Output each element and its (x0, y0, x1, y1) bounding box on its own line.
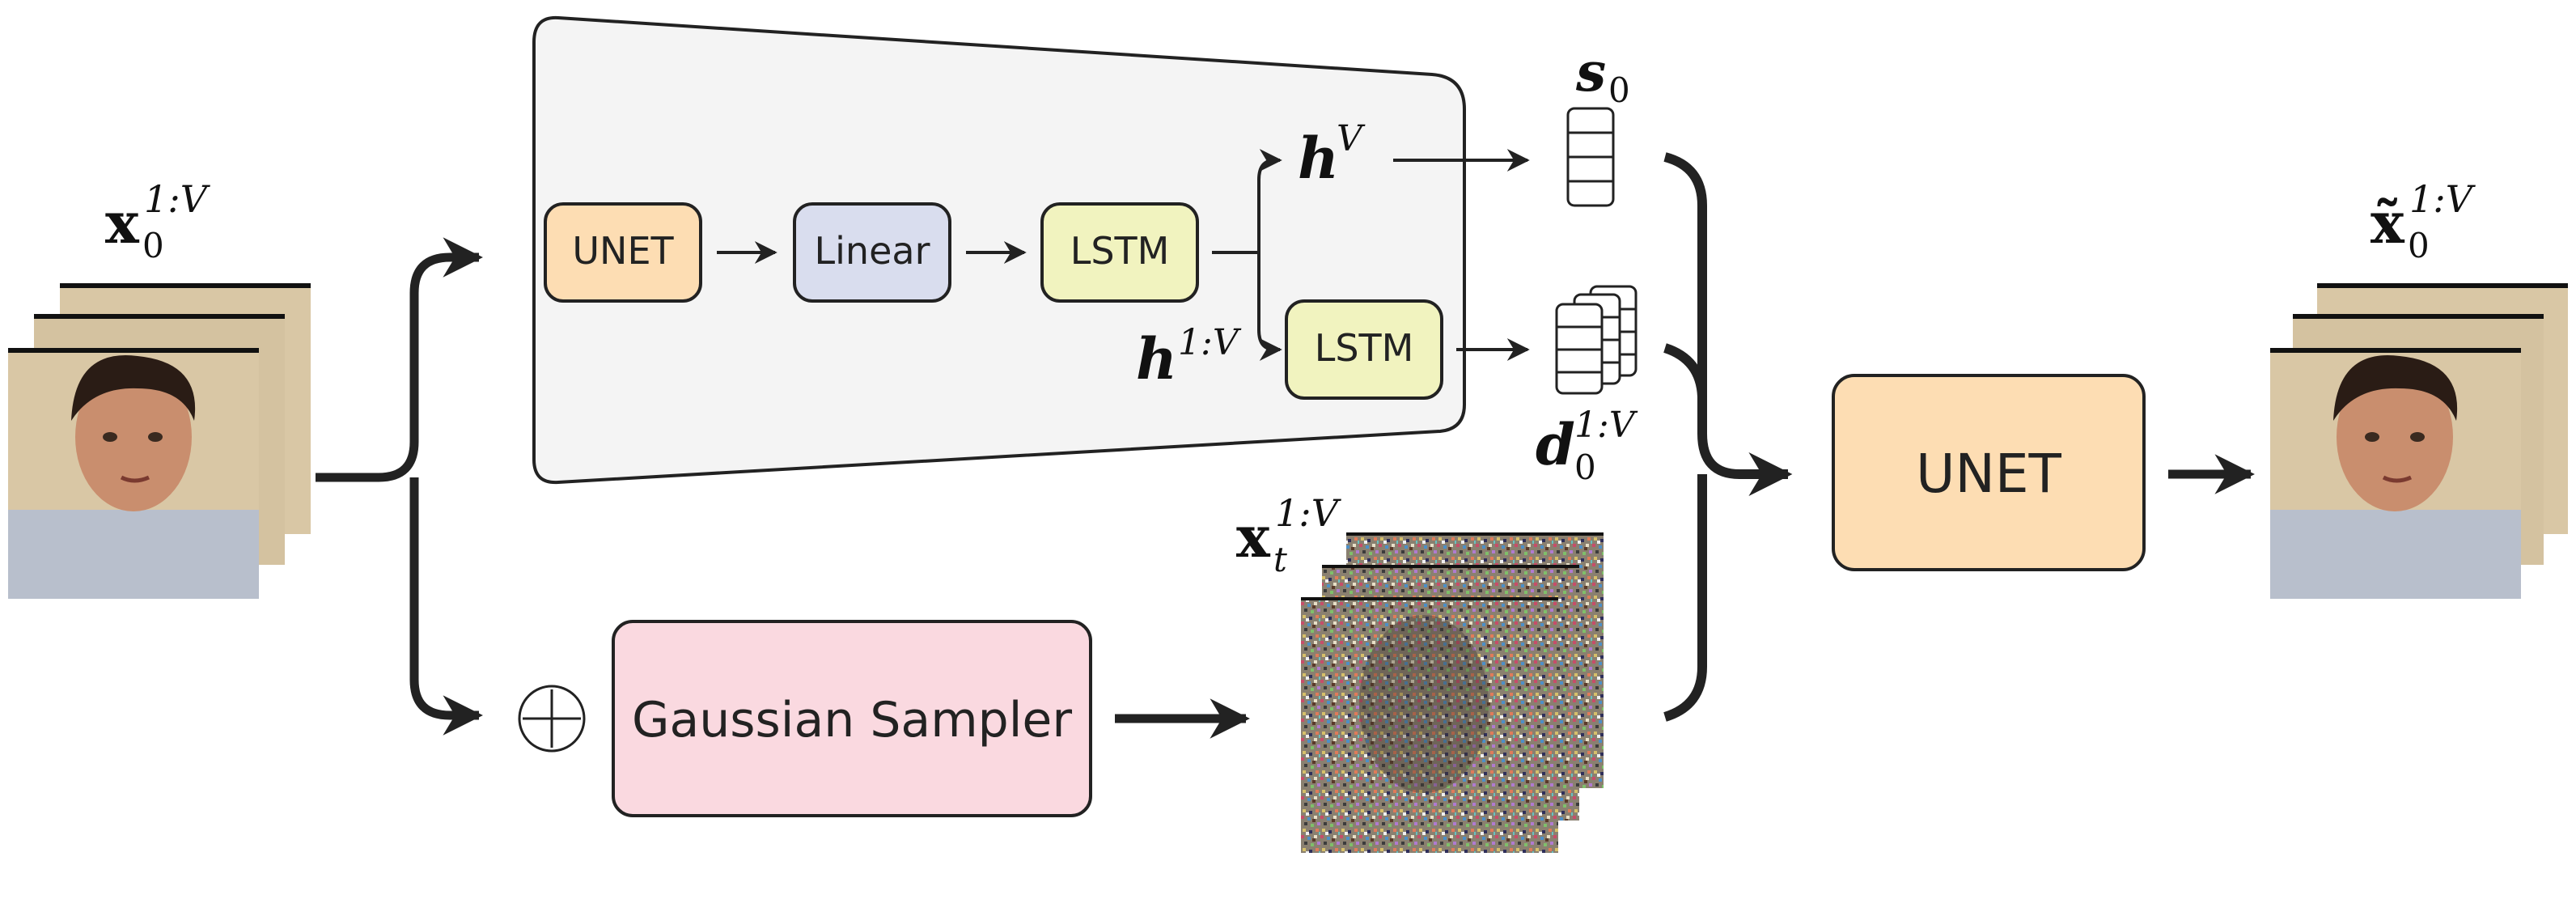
label-d0: d 1:V 0 (1536, 405, 1638, 487)
linear-box (793, 202, 951, 303)
plus-icon (518, 685, 586, 753)
merge-bracket-mid (1663, 343, 1707, 397)
input-image-stack (8, 283, 311, 599)
encoder-unet-box (544, 202, 702, 303)
lstm-box-1 (1040, 202, 1199, 303)
svg-text:1:V: 1:V (144, 177, 211, 221)
svg-text:1:V: 1:V (1178, 322, 1242, 363)
gaussian-sampler-label: Gaussian Sampler (632, 692, 1072, 748)
merge-bracket-top (1663, 152, 1793, 496)
label-x0: x 1:V 0 (105, 177, 211, 265)
noise-image-stack (1301, 532, 1604, 853)
label-xt: x 1:V t (1236, 491, 1342, 579)
vector-icon (1566, 107, 1615, 207)
svg-text:0: 0 (1608, 70, 1630, 110)
label-h-V: h V (1298, 118, 1366, 192)
svg-text:x: x (105, 189, 140, 257)
svg-text:0: 0 (142, 226, 164, 265)
output-image-stack (2270, 283, 2568, 599)
lstm-label-1: LSTM (1070, 229, 1170, 273)
svg-text:t: t (1273, 540, 1287, 579)
svg-text:V: V (1337, 118, 1366, 159)
svg-text:x: x (1236, 503, 1271, 570)
svg-text:0: 0 (2408, 226, 2430, 265)
face-photo-front (8, 348, 259, 599)
svg-text:s: s (1575, 40, 1606, 104)
label-h-1V: h 1:V (1136, 322, 1242, 392)
encoder-unet-label: UNET (572, 229, 674, 273)
svg-text:d: d (1536, 411, 1575, 478)
svg-text:h: h (1298, 125, 1339, 192)
arrow-to-lstm2 (1257, 252, 1282, 361)
input-split-connector (316, 237, 483, 482)
gaussian-sampler-box (612, 620, 1092, 817)
label-s0: s 0 (1575, 40, 1630, 110)
svg-text:h: h (1136, 325, 1177, 392)
linear-label: Linear (815, 229, 930, 273)
svg-text:0: 0 (1574, 447, 1596, 487)
label-x0-tilde: x̃ 1:V 0 (2371, 177, 2476, 265)
svg-text:1:V: 1:V (1574, 405, 1638, 446)
arrow-to-hV (1257, 149, 1282, 252)
svg-text:1:V: 1:V (1275, 491, 1342, 535)
decoder-unet-box (1832, 374, 2146, 571)
svg-text:x̃: x̃ (2371, 189, 2405, 257)
face-photo-out-front (2270, 348, 2521, 599)
svg-text:1:V: 1:V (2409, 177, 2476, 221)
lstm-label-2: LSTM (1315, 326, 1414, 370)
decoder-unet-label: UNET (1916, 443, 2061, 505)
matrix-stack-icon (1555, 285, 1638, 395)
lstm-box-2 (1285, 299, 1443, 400)
merge-bracket-bottom (1663, 474, 1707, 722)
input-split-connector-lower (409, 477, 483, 736)
noise-image-front (1301, 597, 1558, 853)
encoder-panel (532, 15, 1466, 485)
